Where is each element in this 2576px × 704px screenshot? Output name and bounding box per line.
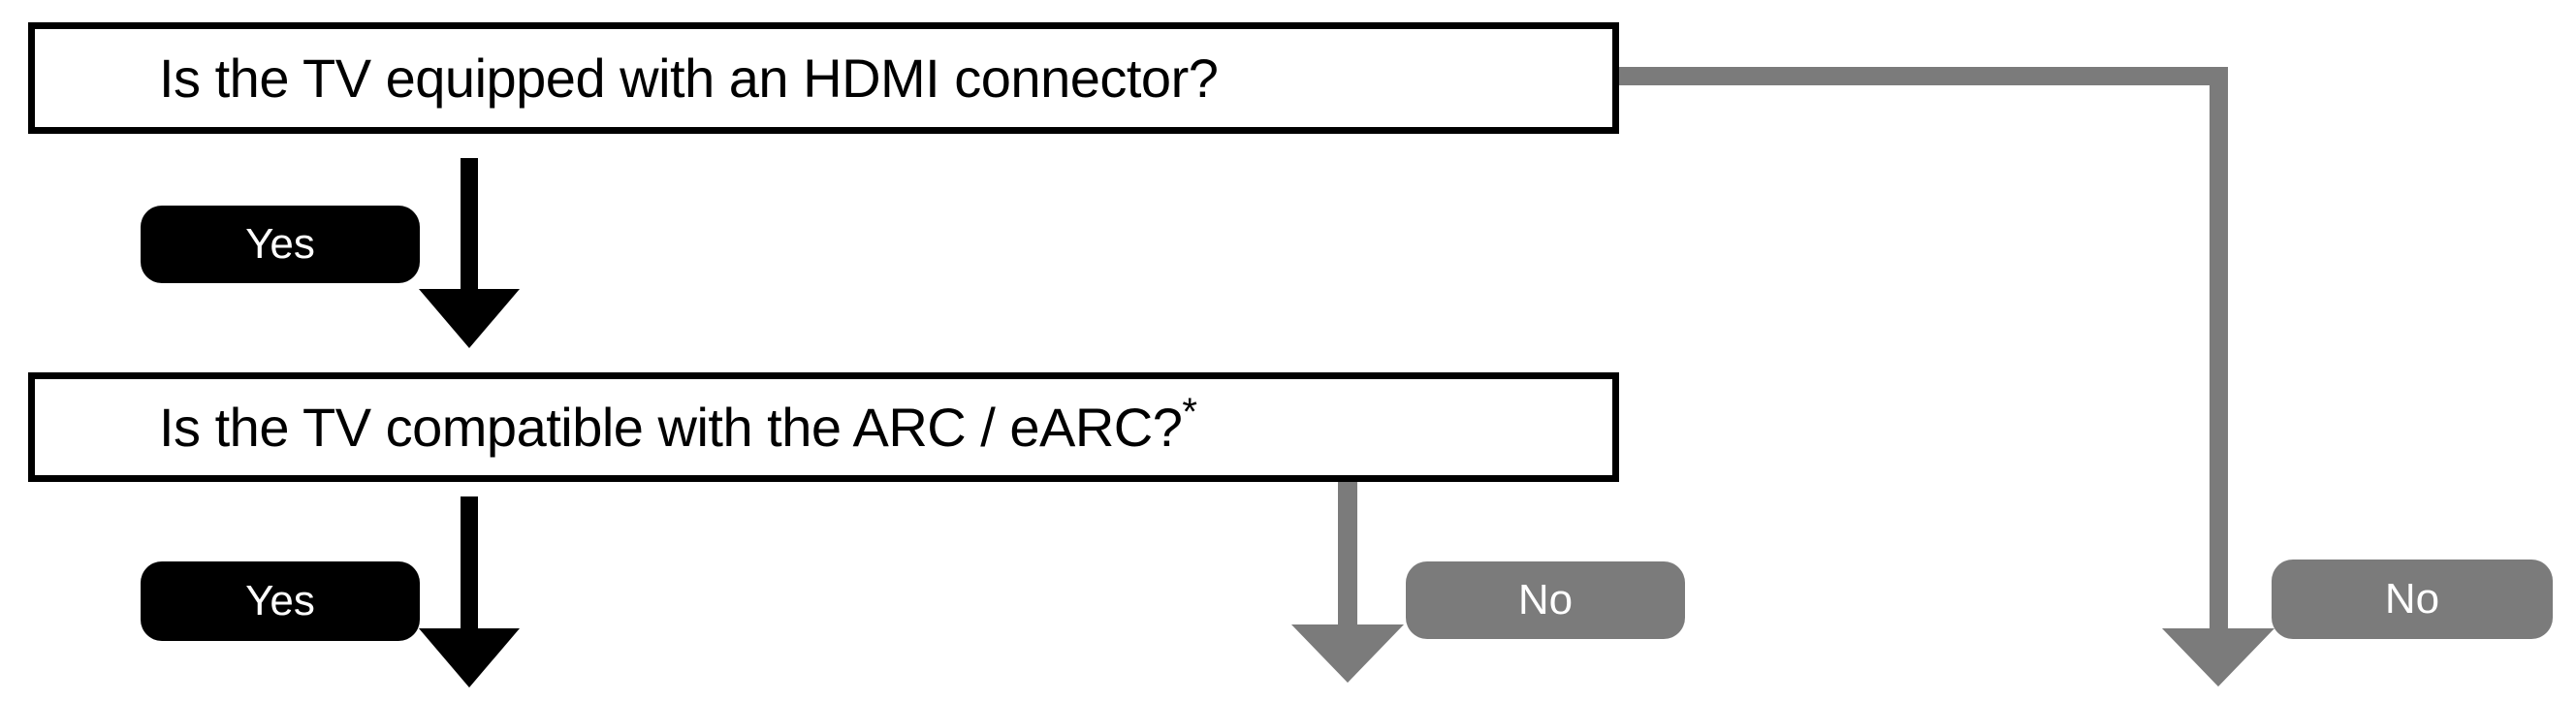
branch-label-no-arc[interactable]: No [1406,561,1685,639]
branch-label-yes-arc[interactable]: Yes [141,561,420,641]
arrow-no-hdmi [1617,67,2274,687]
branch-label-no-hdmi[interactable]: No [2272,560,2553,639]
branch-label-yes-hdmi[interactable]: Yes [141,206,420,283]
branch-label-no-hdmi-text: No [2384,575,2440,623]
decision-box-arc-label: Is the TV compatible with the ARC / eARC… [35,393,1197,458]
arrow-yes-arc [419,496,520,688]
branch-label-no-arc-text: No [1517,576,1574,624]
branch-label-yes-hdmi-text: Yes [245,220,315,268]
decision-box-hdmi-label: Is the TV equipped with an HDMI connecto… [159,47,1219,109]
branch-label-yes-arc-text: Yes [245,577,315,624]
decision-box-hdmi[interactable]: Is the TV equipped with an HDMI connecto… [28,22,1619,134]
footnote-asterisk-icon: * [1182,390,1197,433]
decision-box-arc-text: Is the TV compatible with the ARC / eARC… [159,396,1183,458]
decision-box-arc[interactable]: Is the TV compatible with the ARC / eARC… [28,372,1619,482]
arrow-yes-hdmi [419,158,520,348]
arrow-no-arc [1291,481,1404,683]
